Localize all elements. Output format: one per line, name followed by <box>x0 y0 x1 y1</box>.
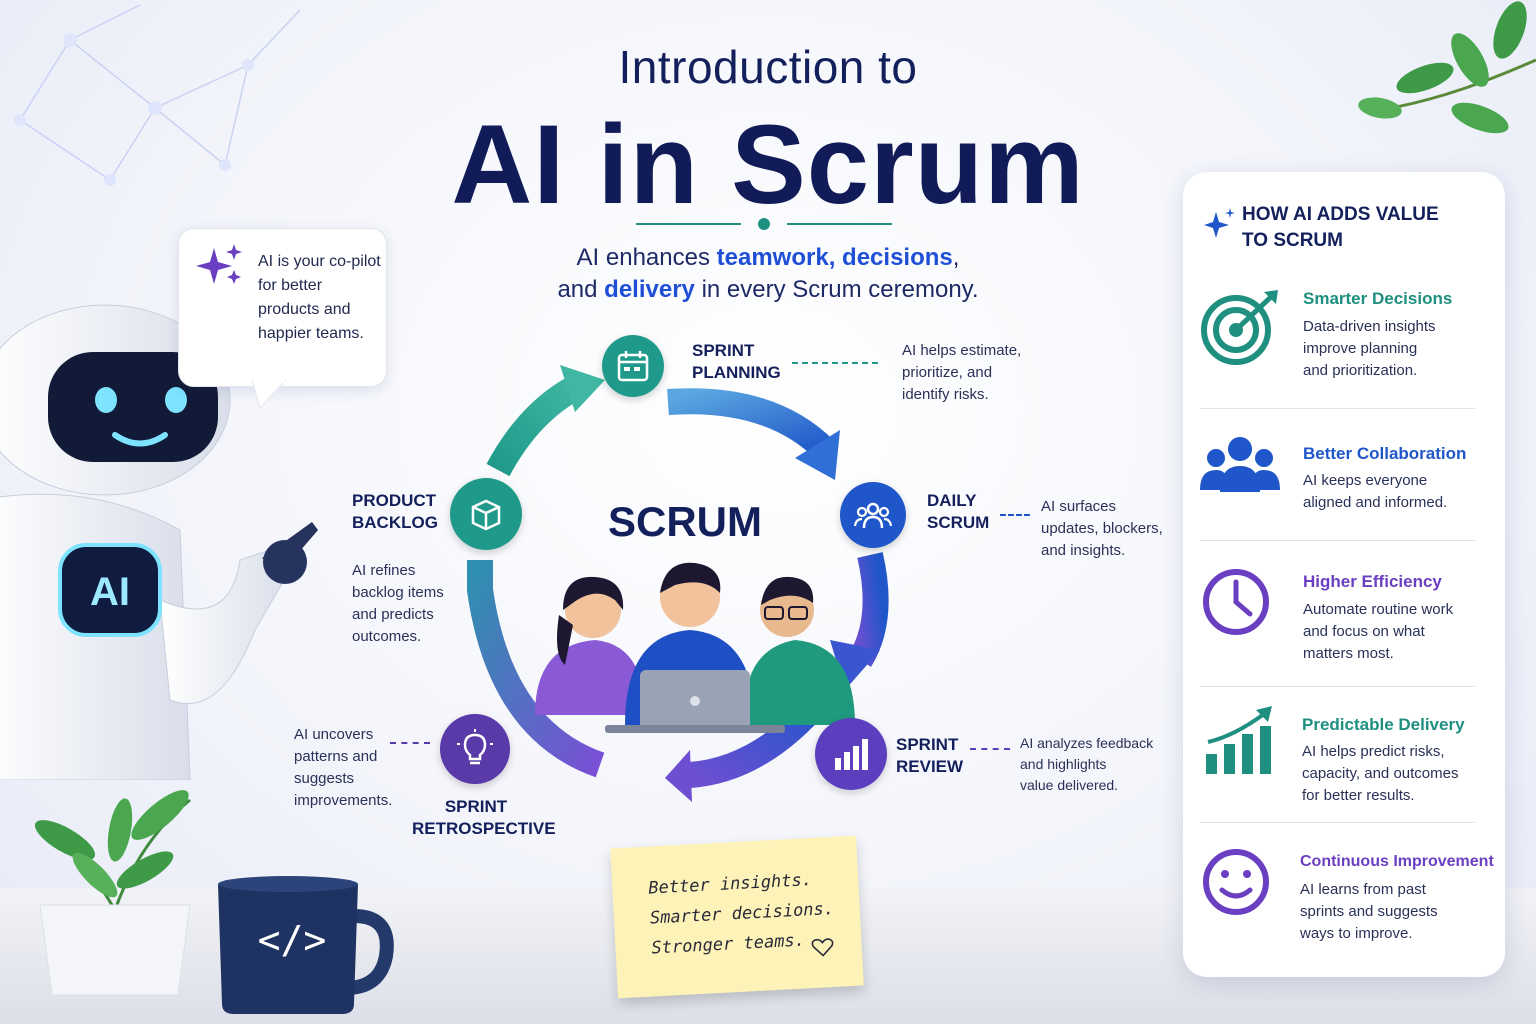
robot-illustration <box>0 304 318 780</box>
calendar-icon <box>617 351 649 382</box>
value-item-title: Better Collaboration <box>1303 444 1467 463</box>
box-icon <box>471 499 501 531</box>
sprint-review-connector <box>970 748 1010 750</box>
scrum-center-label: SCRUM <box>608 498 762 545</box>
value-item-desc: AI helps predict risks,capacity, and out… <box>1302 743 1459 804</box>
sparkle-icon <box>1204 208 1235 238</box>
sprint-planning-connector <box>792 362 878 364</box>
value-item-title: Predictable Delivery <box>1302 715 1465 734</box>
title-divider <box>636 218 892 230</box>
panel-divider <box>1200 686 1475 687</box>
growth-chart-icon <box>1206 706 1272 774</box>
sticky-note: Better insights. Smarter decisions. Stro… <box>610 835 864 999</box>
sprint-retrospective-connector <box>390 742 430 744</box>
value-item-title: Higher Efficiency <box>1303 572 1442 591</box>
target-icon <box>1201 290 1278 365</box>
panel-divider <box>1200 822 1475 823</box>
people-icon <box>1200 437 1280 492</box>
panel-divider <box>1200 408 1475 409</box>
network-decoration <box>14 4 301 186</box>
robot-chest-label: AI <box>90 570 130 614</box>
subtitle-line-2: and delivery in every Scrum ceremony. <box>557 276 979 303</box>
team-icon <box>854 502 892 529</box>
product-backlog-node[interactable] <box>450 478 522 550</box>
speech-bubble-text: AI is your co-pilot for better products … <box>258 253 381 342</box>
team-illustration <box>535 562 855 733</box>
leaves-decoration <box>1358 1 1536 134</box>
coffee-mug <box>218 876 394 1014</box>
bar-chart-icon <box>835 739 868 770</box>
sprint-planning-node[interactable] <box>602 335 664 397</box>
potted-plant <box>34 790 191 996</box>
mug-code-label: </> <box>257 918 327 962</box>
sticky-note-line: Better insights. <box>647 870 813 899</box>
title-intro: Introduction to <box>618 41 918 93</box>
sticky-note-line: Smarter decisions. <box>649 898 835 929</box>
sprint-review-node[interactable] <box>815 718 887 790</box>
page-title: AI in Scrum <box>451 102 1085 227</box>
sprint-retrospective-node[interactable] <box>440 714 510 784</box>
panel-divider <box>1200 540 1475 541</box>
daily-scrum-connector <box>1000 514 1030 516</box>
sticky-note-line: Stronger teams. <box>651 930 806 959</box>
smiley-icon <box>1203 849 1269 915</box>
speech-bubble-tail <box>251 380 287 409</box>
value-item-title: Smarter Decisions <box>1303 289 1453 308</box>
daily-scrum-node[interactable] <box>840 482 906 548</box>
value-item-title: Continuous Improvement <box>1300 853 1494 870</box>
clock-icon <box>1203 569 1269 635</box>
heart-icon <box>811 938 834 957</box>
sparkle-icon <box>196 244 242 284</box>
subtitle-line-1: AI enhances teamwork, decisions, <box>576 244 960 271</box>
lightbulb-icon <box>457 729 493 765</box>
